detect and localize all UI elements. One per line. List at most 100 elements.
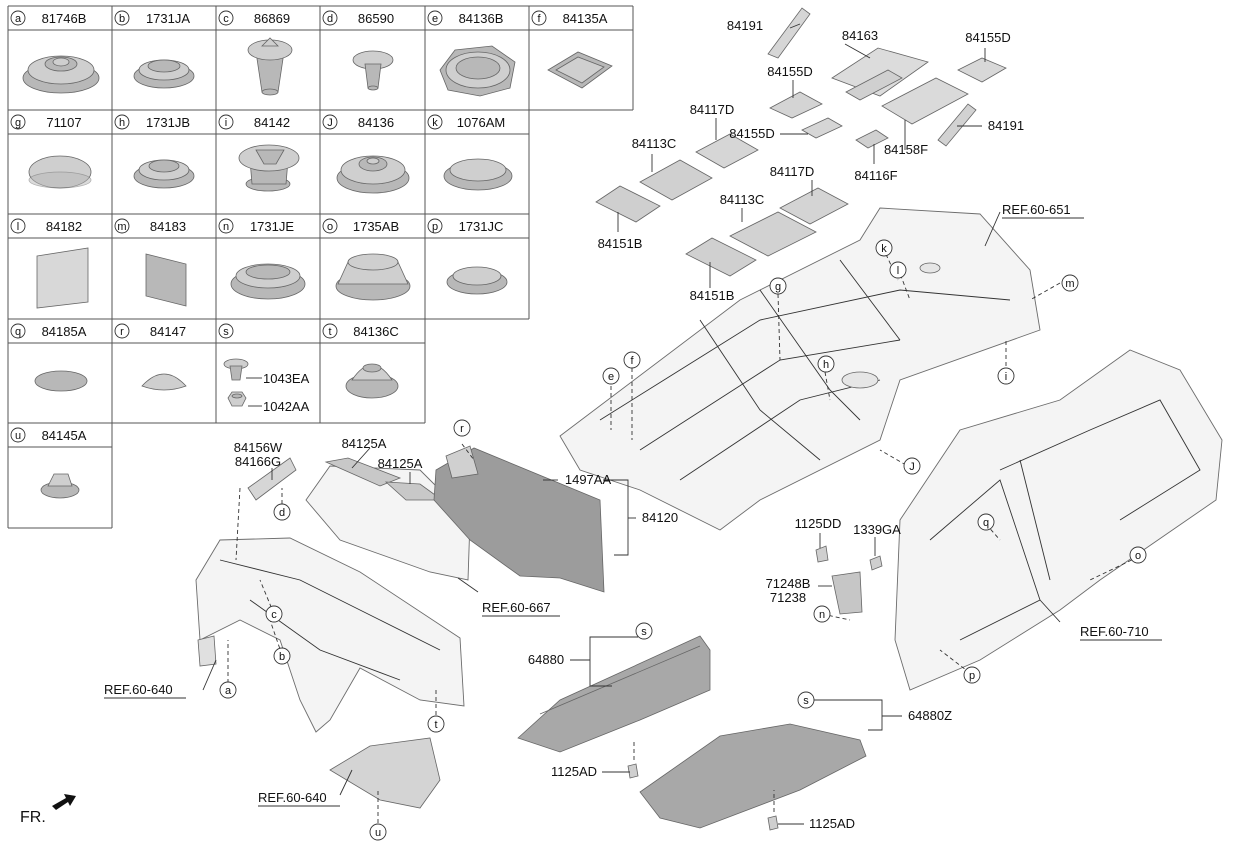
grommet-t-icon: [345, 363, 399, 399]
side-body-panel: [894, 349, 1223, 691]
part-label-84125a_b: 84125A: [378, 456, 423, 471]
ref-text: REF.60-667: [482, 600, 551, 615]
part-label-84155d_a: 84155D: [965, 30, 1011, 45]
callout-circle: [602, 367, 620, 385]
callout-p: p: [963, 666, 981, 684]
callout-letter: s: [641, 626, 647, 638]
part-label-1125ad_a: 1125AD: [551, 764, 597, 779]
callout-letter: u: [375, 827, 381, 839]
callout-letter: q: [983, 517, 989, 529]
catalog-letter-circle: [218, 323, 234, 339]
grommet-a-icon: [22, 55, 100, 94]
catalog-header-e: e 84136B: [427, 10, 504, 26]
catalog-letter: o: [327, 221, 333, 233]
catalog-part-number: 84182: [46, 219, 82, 234]
pad-84155d-right: [957, 57, 1007, 83]
catalog-part-number: 86590: [358, 11, 394, 26]
callout-circle: [797, 691, 815, 709]
catalog-letter-circle: [10, 218, 26, 234]
plug-o-icon: [335, 253, 411, 301]
part-label-84191a: 84191: [727, 18, 763, 33]
catalog-letter-circle: [427, 10, 443, 26]
plug-k-icon: [443, 158, 513, 191]
part-label-71248b: 71248B: [766, 576, 811, 591]
callout-circle: [273, 647, 291, 665]
floor-pan-assembly: [559, 207, 1041, 531]
callout-circle: [903, 457, 921, 475]
catalog-letter-circle: [218, 10, 234, 26]
callout-letter: f: [630, 355, 634, 367]
catalog-letter-circle: [218, 114, 234, 130]
callout-circle: [769, 277, 787, 295]
part-label-1339ga: 1339GA: [853, 522, 901, 537]
catalog-letter: t: [328, 326, 331, 338]
catalog-letter-circle: [10, 427, 26, 443]
callout-letter: g: [775, 281, 781, 293]
pad-l-icon: [36, 247, 89, 309]
fastener-s-icons: [223, 358, 262, 407]
callout-q: q: [977, 513, 995, 531]
catalog-letter-circle: [218, 218, 234, 234]
front-label: FR.: [20, 809, 46, 826]
catalog-part-number: 84183: [150, 219, 186, 234]
catalog-letter-circle: [531, 10, 547, 26]
ref-text: REF.60-710: [1080, 624, 1149, 639]
catalog-letter: n: [223, 221, 229, 233]
catalog-letter-circle: [427, 114, 443, 130]
catalog-letter: d: [327, 13, 333, 25]
pad-q-icon: [34, 370, 88, 392]
pad-m-icon: [145, 253, 187, 307]
catalog-part-number: 84145A: [42, 428, 87, 443]
callout-l: l: [889, 261, 907, 279]
catalog-letter: g: [15, 117, 21, 129]
catalog-part-number: 84135A: [563, 11, 608, 26]
callout-circle: [889, 261, 907, 279]
pad-84113c-mid: [729, 211, 817, 257]
pad-84116f: [855, 129, 889, 149]
front-arrow-icon: [52, 794, 76, 810]
grommet-i-icon: [238, 144, 300, 192]
grommet-j-icon: [336, 155, 410, 194]
part-label-84158f: 84158F: [884, 142, 928, 157]
bolt-1125ad-b: [767, 815, 779, 831]
callout-circle: [1129, 546, 1147, 564]
catalog-letter: i: [225, 117, 227, 129]
callout-m: m: [1061, 274, 1079, 292]
callout-circle: [977, 513, 995, 531]
floor-insulation-pads: [595, 7, 1007, 277]
catalog-grid: [7, 5, 634, 529]
catalog-letter: e: [432, 13, 438, 25]
catalog-letter-circle: [322, 10, 338, 26]
part-label-84116f: 84116F: [854, 168, 897, 183]
bolt-1125ad-a: [627, 763, 639, 779]
pad-84155d-left: [769, 91, 823, 119]
callout-g: g: [769, 277, 787, 295]
catalog-letter-circle: [10, 114, 26, 130]
callout-s2: s: [797, 691, 815, 709]
ref-label-r651: REF.60-651: [1002, 202, 1084, 219]
callout-i: i: [997, 367, 1015, 385]
callout-h: h: [817, 355, 835, 373]
callout-circle: [427, 715, 445, 733]
callout-letter: s: [803, 695, 809, 707]
ref-label-r640a: REF.60-640: [104, 682, 186, 699]
pad-84151b-bottom: [685, 237, 757, 277]
callout-letter: c: [271, 609, 277, 621]
pad-84158f: [881, 77, 969, 125]
catalog-part-number: 84136B: [459, 11, 504, 26]
callout-letter: t: [434, 719, 437, 731]
callout-letter: o: [1135, 550, 1141, 562]
callout-r: r: [453, 419, 471, 437]
plug-r-icon: [141, 373, 187, 391]
pad-84151b-top: [595, 185, 661, 223]
pad-84117d-mid: [779, 187, 849, 225]
callout-letter: d: [279, 507, 285, 519]
